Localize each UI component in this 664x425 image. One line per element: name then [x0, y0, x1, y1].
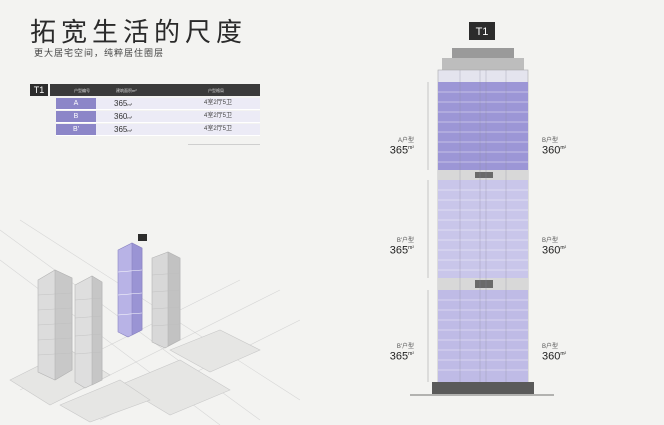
table-row: B 360m² 4室2厅5卫: [56, 111, 260, 123]
tower-middle: [74, 275, 103, 389]
tower-badge-label: T1: [476, 26, 489, 38]
aerial-site-illustration: [0, 219, 300, 425]
table-row: B' 365m² 4室2厅5卫: [56, 124, 260, 136]
header-layout: 户型格局: [208, 88, 224, 93]
page-subtitle: 更大居宅空间，纯粹居住圈层: [34, 48, 165, 58]
unit-rooms: 4室2厅5卫: [204, 113, 233, 119]
tower-right: [151, 251, 181, 349]
section-b-right-label: B户型 360m²: [542, 238, 567, 257]
table-divider: [188, 144, 260, 145]
section-c-left-label: B'户型 365m²: [389, 344, 414, 363]
tower-left: [37, 269, 73, 381]
unit-code: A: [56, 98, 96, 109]
section-a-right-label: B户型 360m²: [542, 138, 567, 157]
table-row: A 365m² 4室2厅5卫: [56, 98, 260, 110]
tower-t1-highlight: [117, 234, 147, 338]
header-area: 建筑面积m²: [116, 88, 137, 93]
unit-rooms: 4室2厅5卫: [204, 100, 233, 106]
unit-area: 365m²: [114, 125, 133, 134]
section-c-right-label: B户型 360m²: [542, 344, 567, 363]
unit-area: 365m²: [114, 99, 133, 108]
unit-area: 360m²: [114, 112, 133, 121]
table-header: 户型编号 建筑面积m² 户型格局: [50, 84, 260, 96]
section-b-left-label: B'户型 365m²: [389, 238, 414, 257]
unit-code: B: [56, 111, 96, 122]
unit-rooms: 4室2厅5卫: [204, 126, 233, 132]
tower-elevation: T1: [380, 18, 580, 403]
unit-code: B': [56, 124, 96, 135]
page-title: 拓宽生活的尺度: [30, 18, 248, 47]
header-code: 户型编号: [74, 88, 90, 93]
tower-badge: T1: [30, 84, 48, 96]
section-a-left-label: A户型 365m²: [389, 138, 414, 157]
tower-elevation-drawing: T1: [410, 22, 554, 396]
